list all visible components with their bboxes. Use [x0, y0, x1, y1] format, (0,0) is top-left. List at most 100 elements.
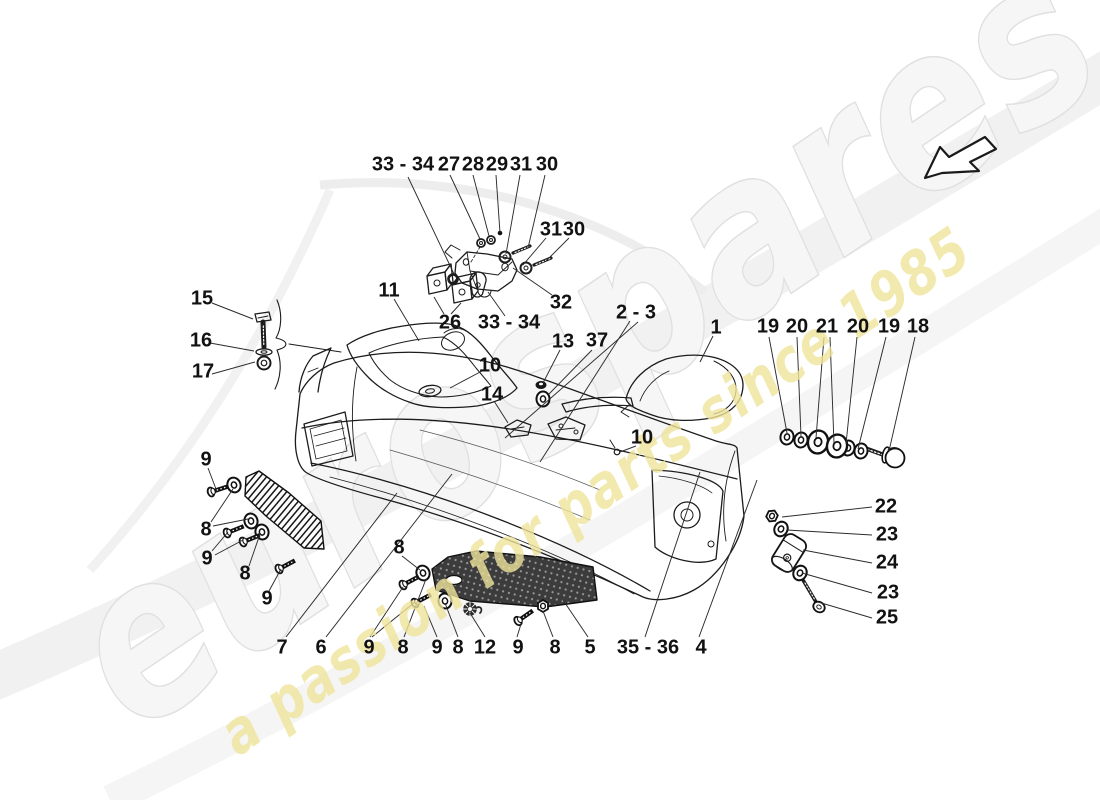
part-label-9: 9 [200, 448, 211, 470]
leader-line [562, 599, 589, 638]
part-label-14: 14 [481, 383, 504, 405]
part-label-27: 27 [438, 153, 460, 175]
part-label-8: 8 [393, 536, 404, 558]
part-label-22: 22 [875, 495, 897, 517]
leader-line [401, 555, 421, 571]
part-label-8: 8 [200, 518, 211, 540]
leader-line [845, 336, 858, 445]
fog-lamp-recess [651, 469, 724, 563]
part-label-24: 24 [876, 551, 899, 573]
cover-part-11 [346, 322, 518, 409]
leader-line [210, 488, 234, 523]
leader-line [801, 572, 873, 594]
leader-line [444, 602, 459, 638]
leader-line [212, 518, 249, 527]
leader-line [545, 237, 570, 262]
diagram-line-art [244, 230, 906, 616]
leader-line [542, 349, 561, 384]
leader-line [512, 267, 553, 296]
part-label-5: 5 [584, 636, 595, 658]
mounts-part-26 [426, 263, 479, 304]
part-label-26: 26 [439, 311, 461, 333]
leader-line [369, 586, 404, 638]
leader-line [768, 336, 788, 434]
part-label-8: 8 [549, 636, 560, 658]
leader-line [423, 605, 438, 638]
part-label-30: 30 [536, 153, 558, 175]
part-label-11: 11 [378, 279, 399, 301]
part-label-4: 4 [695, 636, 707, 658]
leader-line [450, 302, 462, 315]
leader-line [698, 479, 758, 638]
leader-line [449, 174, 481, 240]
part-label-7: 7 [276, 636, 287, 658]
leader-line [211, 531, 229, 552]
part-label-9: 9 [363, 636, 374, 658]
part-label-9: 9 [261, 587, 272, 609]
part-label-25: 25 [876, 606, 898, 628]
leader-line [888, 336, 916, 452]
leader-lines [207, 174, 916, 638]
leader-line [449, 370, 483, 389]
part-label-17: 17 [192, 360, 214, 382]
leader-line [619, 445, 637, 453]
part-label-37: 37 [586, 329, 608, 351]
part-label-6: 6 [315, 636, 326, 658]
part-label-1: 1 [710, 316, 721, 338]
leader-line [539, 320, 631, 463]
leader-line [802, 549, 873, 564]
part-label-2-3: 2 - 3 [616, 301, 656, 323]
leader-line [211, 302, 254, 320]
duct-part-1 [620, 354, 744, 422]
leader-line [522, 237, 547, 266]
grille-center [431, 550, 598, 608]
bumper-body [294, 347, 745, 601]
leader-line [433, 296, 445, 315]
leader-line [472, 174, 490, 237]
part-label-8: 8 [239, 562, 250, 584]
leader-line [796, 336, 802, 437]
part-label-15: 15 [191, 287, 213, 309]
direction-arrow-icon [923, 135, 998, 180]
part-label-33-34: 33 - 34 [372, 153, 435, 175]
leader-line [268, 568, 282, 592]
part-label-13: 13 [552, 330, 574, 352]
leader-line [542, 610, 554, 638]
part-label-9: 9 [431, 636, 442, 658]
leader-line [644, 471, 701, 638]
screw-icon [513, 607, 536, 627]
leader-line [786, 529, 873, 536]
part-label-33-34: 33 - 34 [478, 311, 541, 333]
leader-line [516, 623, 522, 638]
part-label-23: 23 [877, 581, 899, 603]
part-label-10: 10 [631, 426, 653, 448]
part-label-18: 18 [907, 315, 929, 337]
leader-line [815, 336, 825, 439]
part-label-31: 31 [510, 153, 532, 175]
part-label-30: 30 [563, 218, 585, 240]
grille-left [244, 470, 325, 550]
part-label-10: 10 [479, 354, 501, 376]
nut-icon [537, 599, 549, 613]
part-label-29: 29 [486, 153, 508, 175]
leader-line [505, 174, 521, 255]
part-label-31: 31 [540, 218, 562, 240]
leader-line [211, 361, 256, 375]
leader-line [829, 336, 835, 444]
leader-line [495, 174, 501, 234]
leader-line [527, 174, 546, 249]
leader-line [248, 533, 261, 567]
leader-line [817, 601, 873, 619]
leader-line [548, 349, 593, 395]
part-label-20: 20 [786, 315, 808, 337]
leader-line [469, 612, 486, 638]
leader-line [407, 176, 455, 275]
washer-icon [852, 441, 870, 461]
bolt-15-16-17 [254, 299, 342, 390]
part-label-21: 21 [816, 315, 838, 337]
part-label-9: 9 [201, 547, 212, 569]
part-label-19: 19 [757, 315, 779, 337]
